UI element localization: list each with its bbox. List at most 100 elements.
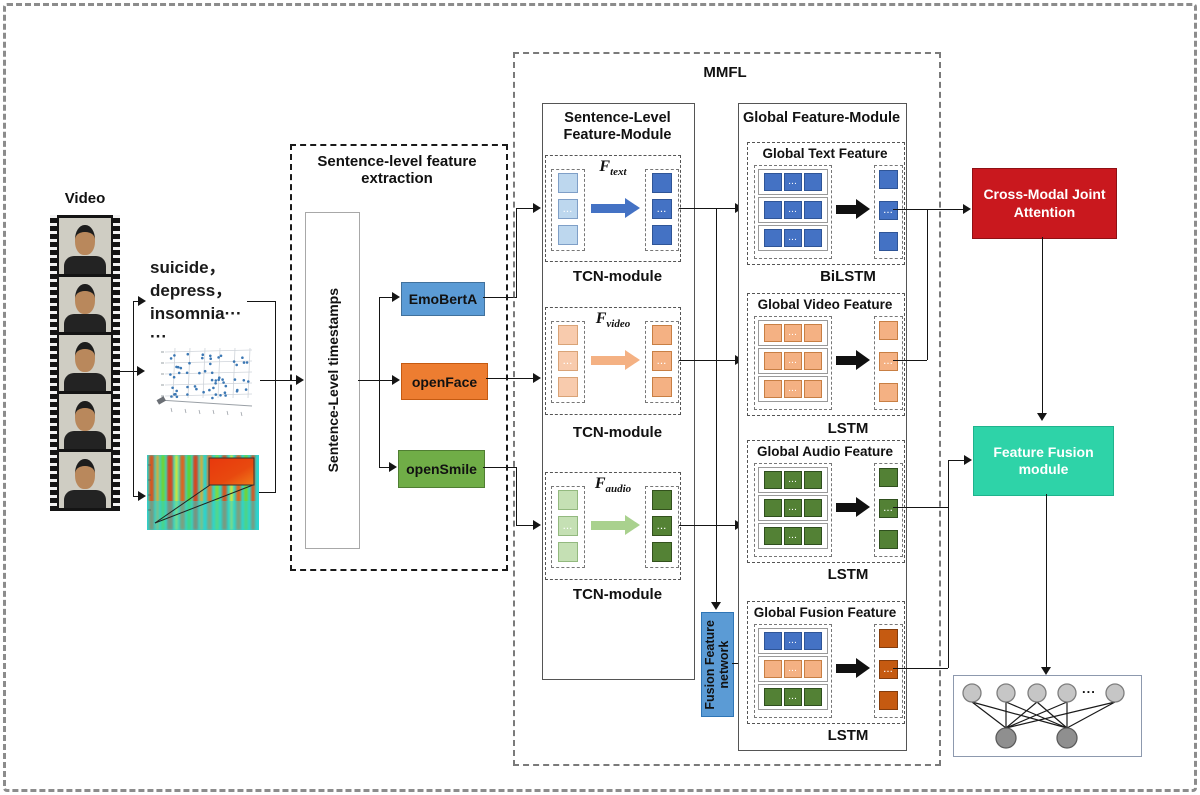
feature-square (804, 632, 822, 650)
feature-square (652, 490, 672, 510)
feature-square (879, 169, 898, 189)
connector (133, 301, 134, 496)
arrowhead (711, 602, 721, 610)
feature-square: ... (558, 199, 578, 219)
tcn-video-block: Fvideo (545, 307, 681, 415)
feature-square (879, 320, 898, 340)
connector (679, 208, 735, 209)
fusion-feature-network-label: Fusion Feature network (702, 619, 731, 710)
spectrogram-thumbnail (147, 455, 259, 530)
feature-square: ... (652, 199, 672, 219)
feature-square (764, 201, 782, 219)
keyword-line: insomnia··· (150, 304, 242, 323)
connector (486, 378, 533, 379)
feature-square: ... (879, 498, 898, 518)
feature-square (879, 529, 898, 549)
feature-square (652, 542, 672, 562)
arrowhead (964, 455, 972, 465)
feature-square (558, 377, 578, 397)
f-video-label: Fvideo (595, 310, 631, 331)
global-fusion-block (747, 601, 905, 724)
lstm-label: LSTM (827, 727, 869, 744)
film-frames (59, 218, 111, 508)
keyword-line: ··· (150, 327, 167, 346)
feature-square (879, 690, 898, 710)
keyword-list: suicide， depress， insomnia··· ··· (150, 256, 260, 348)
feature-square (879, 628, 898, 648)
connector (679, 525, 735, 526)
connector (1046, 494, 1047, 668)
sentence-timestamps-label: Sentence-Level timestamps (324, 288, 341, 473)
feature-square: ... (784, 660, 802, 678)
global-video-block (747, 293, 905, 416)
mmfl-label: MMFL (703, 64, 747, 81)
feature-square (764, 324, 782, 342)
feature-square: ... (879, 351, 898, 371)
global-text-arrow (836, 204, 856, 214)
arrowhead (389, 462, 397, 472)
global-video-arrow (836, 355, 856, 365)
sentence-feature-module-title: Sentence-Level Feature-Module (563, 110, 672, 143)
feature-square (558, 225, 578, 245)
feature-square (804, 527, 822, 545)
connector (948, 460, 964, 461)
tcn-text-arrowhead (625, 198, 640, 218)
sentence-extraction-box (290, 144, 508, 571)
tcn-audio-arrow (591, 520, 625, 530)
tcn-text-input-column (551, 169, 585, 251)
film-sprocket-holes-right (113, 215, 120, 511)
feature-square (652, 225, 672, 245)
arrowhead (296, 375, 304, 385)
connector (120, 371, 140, 372)
global-video-grid (754, 316, 832, 410)
global-audio-arrow (836, 502, 856, 512)
feature-square (652, 325, 672, 345)
feature-square: ... (879, 200, 898, 220)
global-video-output-column (874, 316, 903, 410)
global-audio-arrowhead (856, 497, 870, 517)
feature-square (558, 325, 578, 345)
arrowhead (533, 203, 541, 213)
keyword-line: depress， (150, 281, 233, 300)
feature-square: ... (784, 499, 802, 517)
global-text-output-column (874, 165, 903, 259)
tcn-module-label: TCN-module (572, 586, 663, 603)
video-film-strip (50, 215, 120, 511)
connector (516, 467, 517, 525)
feature-square: ... (784, 201, 802, 219)
global-fusion-output-column (874, 624, 903, 718)
cross-modal-attention-box: Cross-Modal Joint Attention (972, 168, 1117, 239)
emoberta-box: EmoBertA (401, 282, 485, 316)
tcn-audio-arrowhead (625, 515, 640, 535)
feature-square: ... (652, 351, 672, 371)
global-audio-title: Global Audio Feature (756, 444, 893, 459)
connector (893, 668, 948, 669)
feature-square (764, 688, 782, 706)
connector (1042, 237, 1043, 414)
feature-square (764, 352, 782, 370)
feature-square: ... (784, 173, 802, 191)
feature-square (804, 324, 822, 342)
tcn-video-arrowhead (625, 350, 640, 370)
openface-box: openFace (401, 363, 488, 400)
connector (379, 297, 392, 298)
connector (358, 380, 392, 381)
tcn-text-output-column (645, 169, 679, 251)
feature-square (804, 471, 822, 489)
arrowhead (392, 292, 400, 302)
sentence-timestamps-box: Sentence-Level timestamps (305, 212, 360, 549)
feature-square (879, 231, 898, 251)
tcn-video-arrow (591, 355, 625, 365)
connector (893, 209, 963, 210)
global-text-arrowhead (856, 199, 870, 219)
connector (893, 360, 927, 361)
connector (247, 301, 276, 302)
feature-square (764, 660, 782, 678)
connector (483, 297, 517, 298)
feature-square: ... (558, 516, 578, 536)
feature-square (764, 527, 782, 545)
feature-square (764, 471, 782, 489)
arrowhead (1041, 667, 1051, 675)
connector (679, 360, 735, 361)
